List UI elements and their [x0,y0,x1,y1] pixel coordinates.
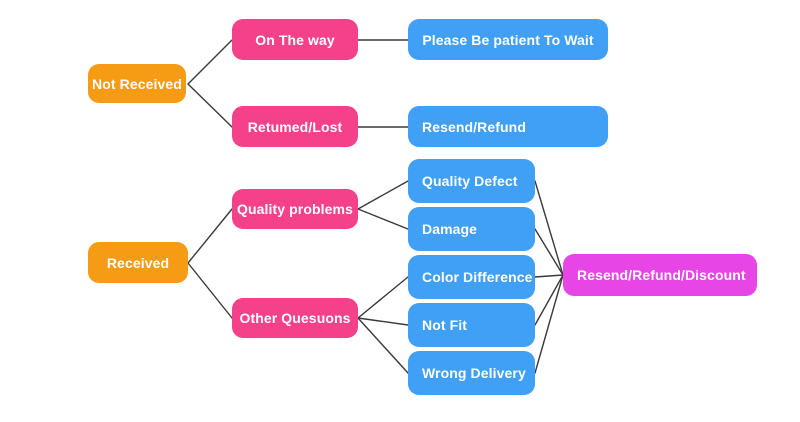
node-resend-refund[interactable]: Resend/Refund [408,106,608,147]
node-label-damage: Damage [422,221,478,237]
connector-not-fit-to-resend-refund-discount [534,274,564,326]
node-damage[interactable]: Damage [408,207,535,251]
node-label-not-received: Not Received [92,75,182,92]
connector-not-received-to-returned-lost [187,83,233,128]
node-quality-problems[interactable]: Quality problems [232,189,358,229]
node-label-wrong-delivery: Wrong Delivery [422,365,526,381]
node-label-please-be-patient-to-wait: Please Be patient To Wait [422,31,594,48]
connector-quality-problems-to-damage [357,208,409,230]
node-other-questions[interactable]: Other Quesuons [232,298,358,338]
node-label-quality-problems: Quality problems [237,201,353,217]
connector-wrong-delivery-to-resend-refund-discount [534,274,564,374]
node-quality-defect[interactable]: Quality Defect [408,159,535,203]
node-label-quality-defect: Quality Defect [422,173,518,189]
connector-color-difference-to-resend-refund-discount [534,274,564,278]
node-returned-lost[interactable]: Retumed/Lost [232,106,358,147]
node-label-other-questions: Other Quesuons [239,310,351,326]
connector-damage-to-resend-refund-discount [534,228,564,276]
node-received[interactable]: Received [88,242,188,283]
node-not-received[interactable]: Not Received [88,64,186,103]
connector-other-questions-to-wrong-delivery [357,317,409,374]
node-label-on-the-way: On The way [255,31,335,48]
connector-quality-defect-to-resend-refund-discount [534,180,564,276]
node-wrong-delivery[interactable]: Wrong Delivery [408,351,535,395]
node-label-resend-refund: Resend/Refund [422,118,526,135]
node-label-resend-refund-discount: Resend/Refund/Discount [577,267,746,283]
node-label-not-fit: Not Fit [422,317,468,333]
connector-quality-problems-to-quality-defect [357,180,409,210]
connector-received-to-quality-problems [187,208,233,264]
node-on-the-way[interactable]: On The way [232,19,358,60]
node-please-be-patient-to-wait[interactable]: Please Be patient To Wait [408,19,608,60]
node-not-fit[interactable]: Not Fit [408,303,535,347]
connector-other-questions-to-color-difference [357,276,409,319]
connector-other-questions-to-not-fit [357,317,409,326]
node-label-color-difference: Color Difference [422,269,533,285]
node-color-difference[interactable]: Color Difference [408,255,535,299]
connector-not-received-to-on-the-way [187,39,233,85]
node-label-returned-lost: Retumed/Lost [247,118,343,135]
node-label-received: Received [106,254,170,271]
connector-received-to-other-questions [187,262,233,319]
node-resend-refund-discount[interactable]: Resend/Refund/Discount [563,254,757,296]
